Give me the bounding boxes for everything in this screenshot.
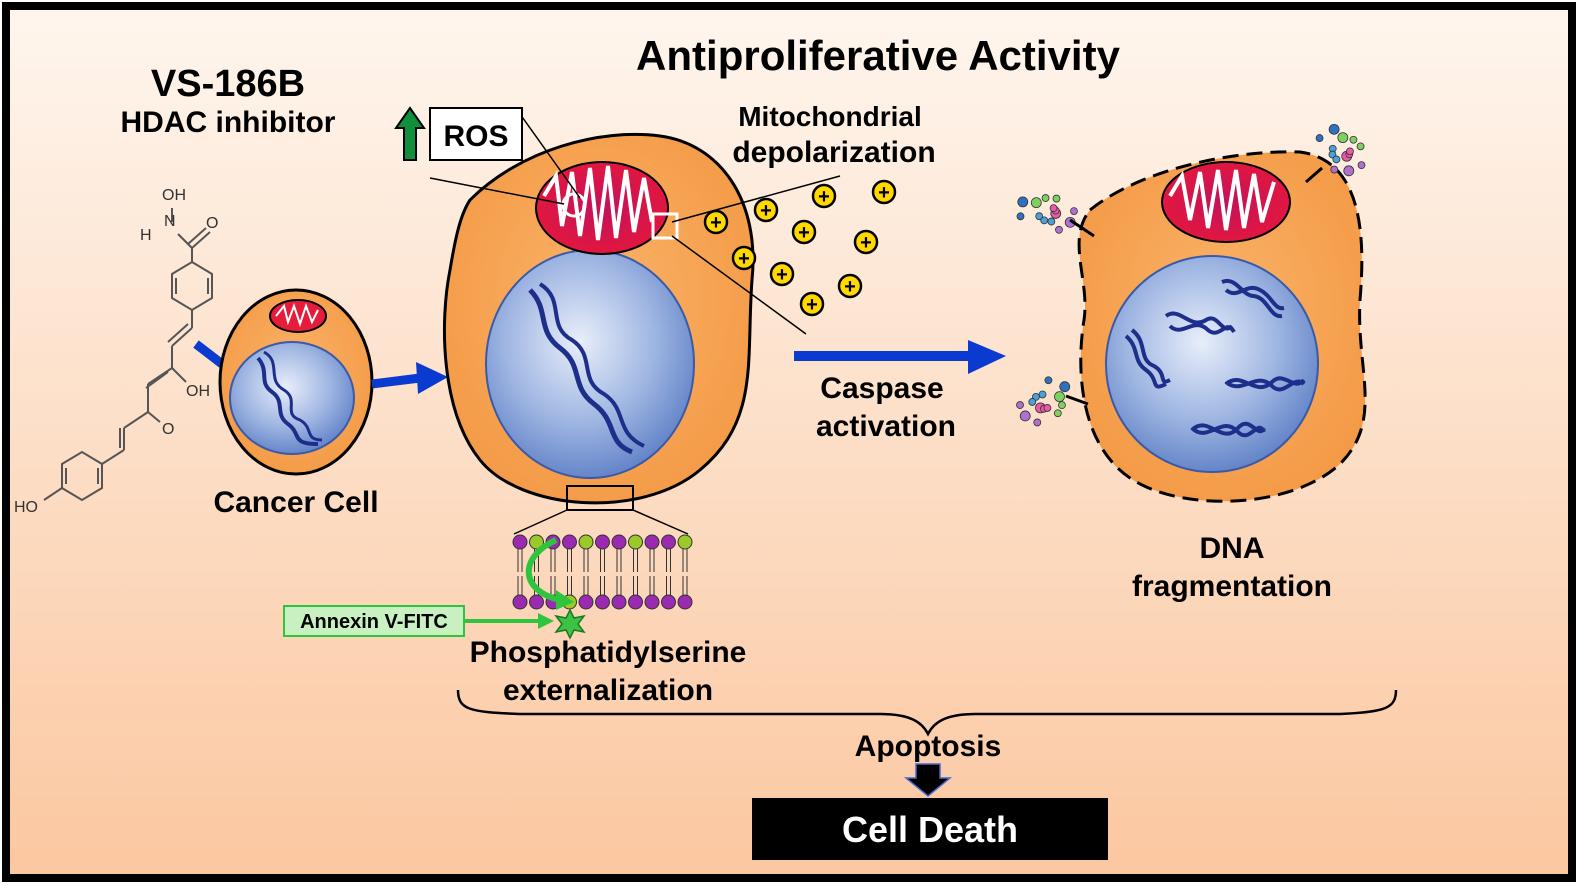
svg-text:+: + [738, 248, 750, 270]
positive-ion-icon: + [791, 219, 817, 245]
cell-death-label: Cell Death [842, 809, 1018, 850]
atom-o1: O [206, 215, 218, 232]
arrow-cell-to-ros-cell [371, 362, 448, 394]
positive-ion-icon: + [837, 273, 863, 299]
svg-text:+: + [818, 186, 830, 208]
stressed-cancer-cell [442, 132, 755, 511]
positive-ion-icon: + [731, 245, 757, 271]
small-mitochondrion [269, 299, 327, 333]
annexin-arrow-icon [464, 613, 554, 629]
atom-oh-top: OH [162, 187, 186, 204]
atom-n: N [164, 213, 176, 230]
compound-name: VS-186B [151, 63, 305, 105]
positive-ion-icon: + [871, 179, 897, 205]
lipid-head [595, 534, 610, 550]
apoptosis-label: Apoptosis [855, 730, 1002, 763]
positive-ion-icon: + [753, 197, 779, 223]
lipid-head [512, 534, 528, 550]
bleb-stalk [1305, 166, 1323, 184]
apoptotic-body-cluster [1016, 376, 1071, 427]
ps-label-line2: externalization [503, 674, 713, 707]
dna-helix [528, 288, 634, 455]
cell-death-box [752, 798, 1108, 860]
mitochondrion [535, 161, 669, 255]
lipid-head [529, 534, 544, 550]
membrane-focus-box [566, 485, 634, 511]
nucleus [485, 249, 695, 479]
caspase-label-line1: Caspase [820, 372, 943, 405]
apoptotic-body-cluster [1016, 194, 1078, 234]
ps-flip-arrow-icon [525, 537, 574, 610]
apoptotic-body-cluster [1315, 123, 1366, 177]
fragmented-nucleus [1105, 255, 1319, 473]
positive-ion-icon: + [799, 291, 825, 317]
atom-ho: HO [14, 499, 38, 516]
ros-focus-circle [561, 192, 587, 218]
svg-text:+: + [776, 264, 788, 286]
lipid-head [578, 534, 594, 550]
structure-atom-labels: OH N H O OH O HO [14, 187, 218, 516]
compound-class: HDAC inhibitor [121, 106, 336, 139]
lipid-head [512, 594, 528, 610]
svg-text:+: + [860, 232, 872, 254]
atom-oh-mid: OH [186, 383, 210, 400]
annexin-label: Annexin V-FITC [300, 611, 448, 633]
ros-box [429, 107, 523, 161]
lipid-head [628, 594, 643, 610]
lipid-head [644, 594, 660, 610]
svg-text:+: + [878, 182, 890, 204]
dna-fragments [1124, 278, 1306, 438]
ros-label: ROS [443, 120, 508, 153]
lipid-head [611, 534, 627, 550]
figure-title: Antiproliferative Activity [636, 32, 1121, 79]
ros-callout: ROS [394, 106, 581, 205]
atom-o2: O [162, 421, 174, 438]
ros-increase-arrow-icon [394, 106, 426, 161]
lipid-head [628, 534, 643, 550]
mito-focus-square [651, 212, 679, 240]
apoptotic-bodies [1016, 123, 1366, 427]
lipid-head [677, 594, 693, 610]
lipid-head [578, 594, 594, 610]
dna-label-line1: DNA [1200, 532, 1265, 565]
vs186b-structure [43, 208, 213, 502]
lipid-head [677, 534, 693, 550]
svg-text:+: + [710, 212, 722, 234]
bleb-stalk [1065, 394, 1089, 406]
svg-text:+: + [844, 276, 856, 298]
cancer-cell [218, 288, 374, 476]
arrow-compound-to-cell [193, 340, 225, 368]
lipid-head [661, 594, 676, 610]
positive-ions: ++++++++++ [703, 179, 897, 317]
positive-ion-icon: + [811, 183, 837, 209]
cancer-cell-label: Cancer Cell [213, 486, 378, 519]
svg-text:+: + [798, 222, 810, 244]
positive-ion-icon: + [853, 229, 879, 255]
lipid-head [595, 594, 610, 610]
ps-label-line1: Phosphatidylserine [470, 636, 747, 669]
positive-ion-icon: + [769, 261, 795, 287]
positive-ion-icon: + [703, 209, 729, 235]
apoptosis-brace [456, 689, 1398, 737]
down-arrow-icon [903, 763, 953, 797]
lipid-head [562, 534, 577, 550]
mito-label-line2: depolarization [732, 136, 935, 169]
caspase-label-line2: activation [816, 410, 956, 443]
mito-label-line1: Mitochondrial [738, 101, 922, 132]
fitc-star-icon [554, 608, 586, 640]
lipid-head [661, 534, 676, 550]
lipid-head [611, 594, 627, 610]
mitochondrion-apoptotic [1161, 161, 1291, 243]
svg-text:+: + [806, 294, 818, 316]
bleb-stalk [1069, 218, 1095, 238]
lipid-head [644, 534, 660, 550]
atom-h: H [140, 227, 152, 244]
dna-label-line2: fragmentation [1132, 570, 1332, 603]
arrow-to-apoptotic-cell [794, 340, 1006, 374]
svg-text:+: + [760, 200, 772, 222]
lipid-head [529, 594, 544, 610]
apoptotic-cell [1077, 150, 1367, 503]
